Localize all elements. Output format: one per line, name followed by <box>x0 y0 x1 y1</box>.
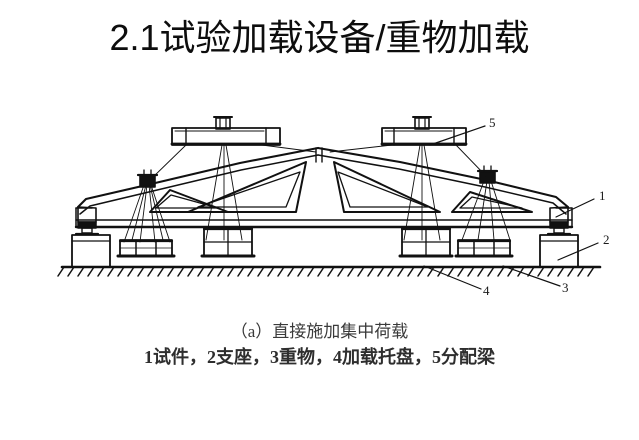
support-right <box>539 221 579 268</box>
caption-line-primary: （a）直接施加集中荷载 <box>230 322 409 341</box>
suspension-cables <box>123 144 511 243</box>
truss-top-chord-left <box>76 146 320 215</box>
ground-hatching <box>57 266 595 277</box>
truss-web-panel-2 <box>187 161 307 213</box>
callout-label-2: 2 <box>603 232 610 247</box>
figure-caption: （a）直接施加集中荷载 1试件，2支座，3重物，4加载托盘，5分配梁 <box>0 320 639 370</box>
distribution-beam-right <box>380 116 468 146</box>
weight-basket-center <box>200 227 256 258</box>
weight-basket-right <box>454 239 514 258</box>
callout-label-4: 4 <box>483 283 490 298</box>
page-title: 2.1试验加载设备/重物加载 <box>109 17 530 58</box>
weight-loading-truss-diagram: 1 2 3 4 5 <box>57 115 610 298</box>
callout-label-1: 1 <box>599 188 606 203</box>
weight-basket-right-center <box>398 227 454 258</box>
callout-label-5: 5 <box>489 115 496 130</box>
truss-top-chord-right <box>316 146 570 215</box>
figure-container: 1 2 3 4 5 <box>0 100 639 310</box>
truss-web-panel-3 <box>333 161 441 213</box>
truss-apex-joint <box>315 147 323 163</box>
weight-basket-left <box>116 239 176 258</box>
hanger-clamp-left <box>136 169 159 188</box>
callout-label-3: 3 <box>562 280 569 295</box>
support-left <box>71 221 111 268</box>
callout-leaders <box>423 125 599 290</box>
distribution-beam-left <box>170 116 282 146</box>
hanger-clamp-center-right <box>476 165 499 184</box>
caption-line-legend: 1试件，2支座，3重物，4加载托盘，5分配梁 <box>144 347 495 367</box>
